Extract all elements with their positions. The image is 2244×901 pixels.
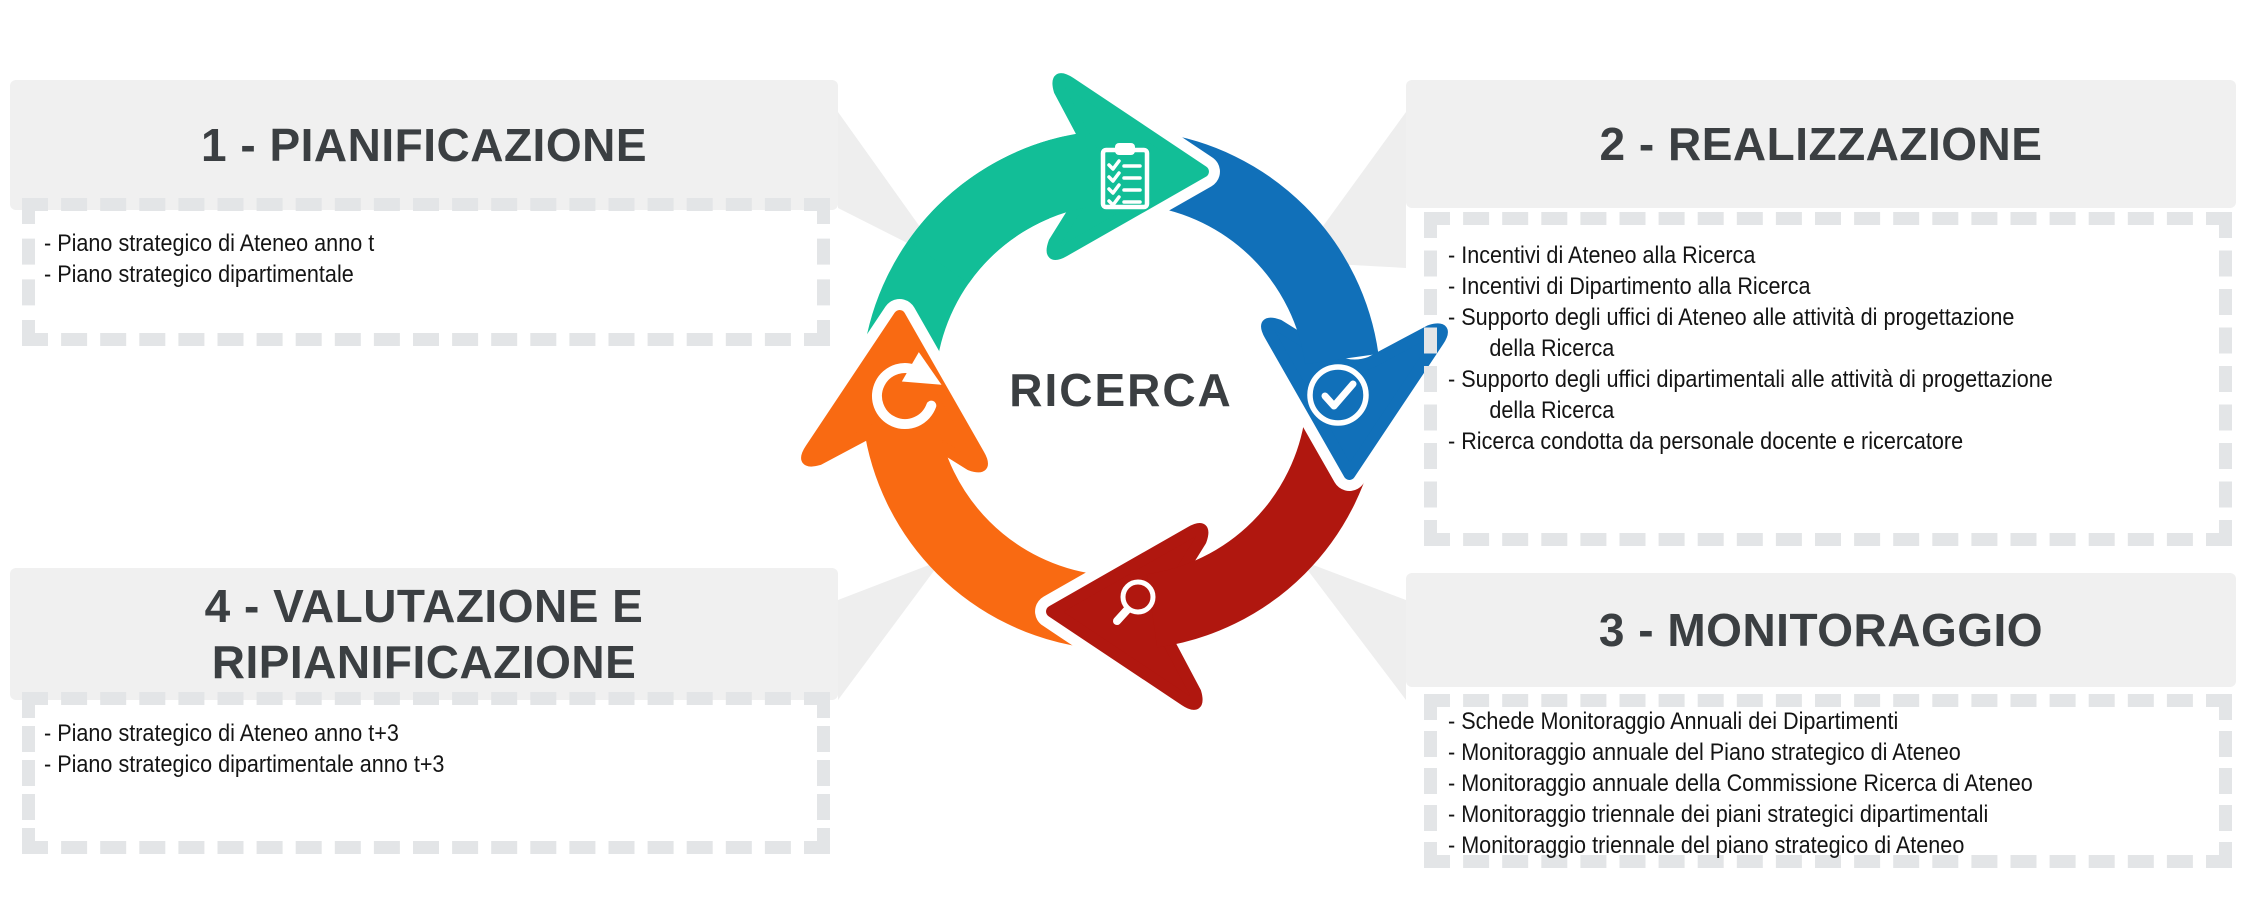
list-item-continuation: della Ricerca — [1489, 397, 1615, 424]
list-item: - Incentivi di Ateneo alla Ricerca — [1448, 242, 1756, 269]
arc-pianificazione-overlap — [908, 132, 1096, 285]
list-item: - Monitoraggio annuale della Commissione… — [1448, 770, 2033, 797]
list-item-continuation: della Ricerca — [1489, 335, 1615, 362]
panel-3-dashed-box — [1424, 694, 2232, 868]
list-item: - Monitoraggio annuale del Piano strateg… — [1448, 739, 1961, 766]
list-item: - Monitoraggio triennale dei piani strat… — [1448, 801, 1989, 828]
panel-4-title-line-2: RIPIANIFICAZIONE — [211, 636, 637, 688]
panel-2-title: 2 - REALIZZAZIONE — [1599, 118, 2043, 170]
list-item: - Ricerca condotta da personale docente … — [1448, 428, 1964, 455]
list-item: - Monitoraggio triennale del piano strat… — [1448, 832, 1965, 859]
list-item: - Piano strategico dipartimentale — [44, 261, 354, 288]
magnifier-glass — [1120, 579, 1156, 615]
panel-2-item-list: - Incentivi di Ateneo alla Ricerca - Inc… — [1448, 240, 2120, 457]
panel-2-dashed-box — [1424, 212, 2232, 546]
panel-2-header: 2 - REALIZZAZIONE — [1406, 80, 2236, 208]
panel-4-item-list: - Piano strategico di Ateneo anno t+3 - … — [44, 718, 489, 780]
clipboard-board — [1100, 147, 1150, 210]
list-item: - Supporto degli uffici dipartimentali a… — [1448, 366, 2053, 393]
panel-1-dashed-box — [22, 198, 830, 346]
check-circle-ring — [1307, 364, 1369, 426]
check-circle-icon — [1307, 364, 1369, 426]
panel-3-header: 3 - MONITORAGGIO — [1406, 573, 2236, 687]
refresh-arc — [872, 363, 937, 430]
clipboard-rows — [1107, 159, 1142, 207]
list-item: - Incentivi di Dipartimento alla Ricerca — [1448, 273, 1811, 300]
list-item: - Piano strategico di Ateneo anno t+3 — [44, 720, 399, 747]
panel-4-title-line-1: 4 - VALUTAZIONE E — [204, 580, 644, 632]
clipboard-checklist-icon — [1100, 143, 1150, 210]
panel-3-title: 3 - MONITORAGGIO — [1598, 604, 2044, 656]
panel-3-item-list: - Schede Monitoraggio Annuali dei Dipart… — [1448, 706, 2098, 861]
list-item: - Piano strategico di Ateneo anno t — [44, 230, 375, 257]
list-item: - Schede Monitoraggio Annuali dei Dipart… — [1448, 708, 1899, 735]
panel-1-header: 1 - PIANIFICAZIONE — [10, 80, 838, 210]
magnifier-handle — [1113, 606, 1131, 625]
arc-monitoraggio — [1146, 415, 1379, 648]
panel-1-title: 1 - PIANIFICAZIONE — [200, 119, 648, 171]
beam-to-panel-3 — [1300, 560, 1406, 700]
magnifier-icon — [1113, 579, 1156, 625]
refresh-icon — [872, 352, 942, 430]
refresh-arrowhead — [901, 352, 942, 385]
beam-to-panel-1 — [838, 112, 945, 262]
check-mark — [1321, 380, 1357, 410]
cycle-center-label: RICERCA — [1009, 364, 1233, 416]
panel-1-item-list: - Piano strategico di Ateneo anno t - Pi… — [44, 228, 411, 290]
beam-to-panel-4 — [838, 560, 942, 700]
panel-4-dashed-box — [22, 692, 830, 854]
phase-icons — [872, 143, 1369, 625]
cycle-ring — [790, 62, 1459, 721]
list-item: - Piano strategico dipartimentale anno t… — [44, 751, 445, 778]
panel-4-header: 4 - VALUTAZIONE E RIPIANIFICAZIONE — [10, 568, 838, 700]
list-item: - Supporto degli uffici di Ateneo alle a… — [1448, 304, 2015, 331]
